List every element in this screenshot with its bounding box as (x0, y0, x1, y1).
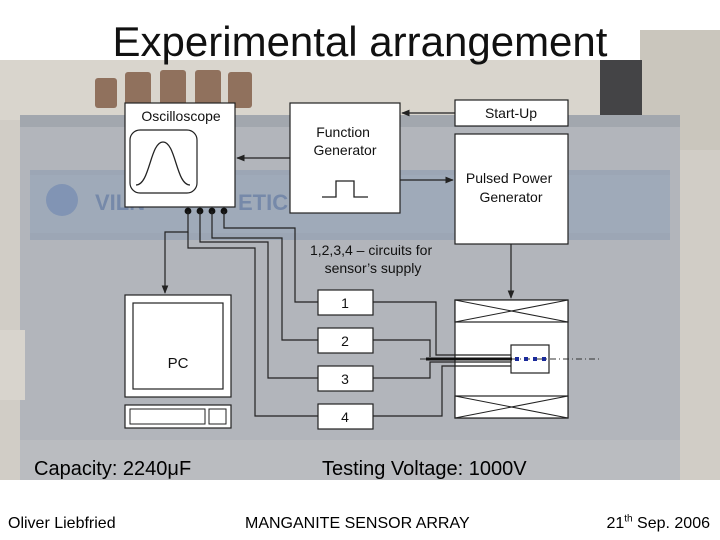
startup-block: Start-Up (455, 100, 568, 126)
oscilloscope-block: Oscilloscope (125, 103, 235, 214)
pc-label: PC (168, 355, 189, 372)
pc-block: PC (125, 295, 231, 428)
footer-author: Oliver Liebfried (8, 515, 116, 533)
startup-label: Start-Up (485, 105, 537, 121)
footer-date-rest: Sep. 2006 (633, 515, 710, 532)
oscilloscope-label: Oscilloscope (141, 108, 221, 124)
circuit-label-1: 1 (341, 295, 349, 311)
footer-project: MANGANITE SENSOR ARRAY (245, 515, 470, 533)
capacity-text: Capacity: 2240μF (34, 458, 191, 481)
footer-date: 21th Sep. 2006 (606, 515, 710, 533)
slide-title: Experimental arrangement (0, 18, 720, 66)
circuit-label-3: 3 (341, 371, 349, 387)
circuit-label-2: 2 (341, 333, 349, 349)
footer-date-day: 21 (606, 515, 624, 532)
function-generator-block: Function Generator (290, 103, 400, 213)
testing-voltage-text: Testing Voltage: 1000V (322, 458, 527, 481)
circuit-label-4: 4 (341, 409, 349, 425)
footer-date-suffix: th (624, 514, 632, 525)
pulsed-power-generator-block: Pulsed Power Generator (455, 134, 568, 244)
